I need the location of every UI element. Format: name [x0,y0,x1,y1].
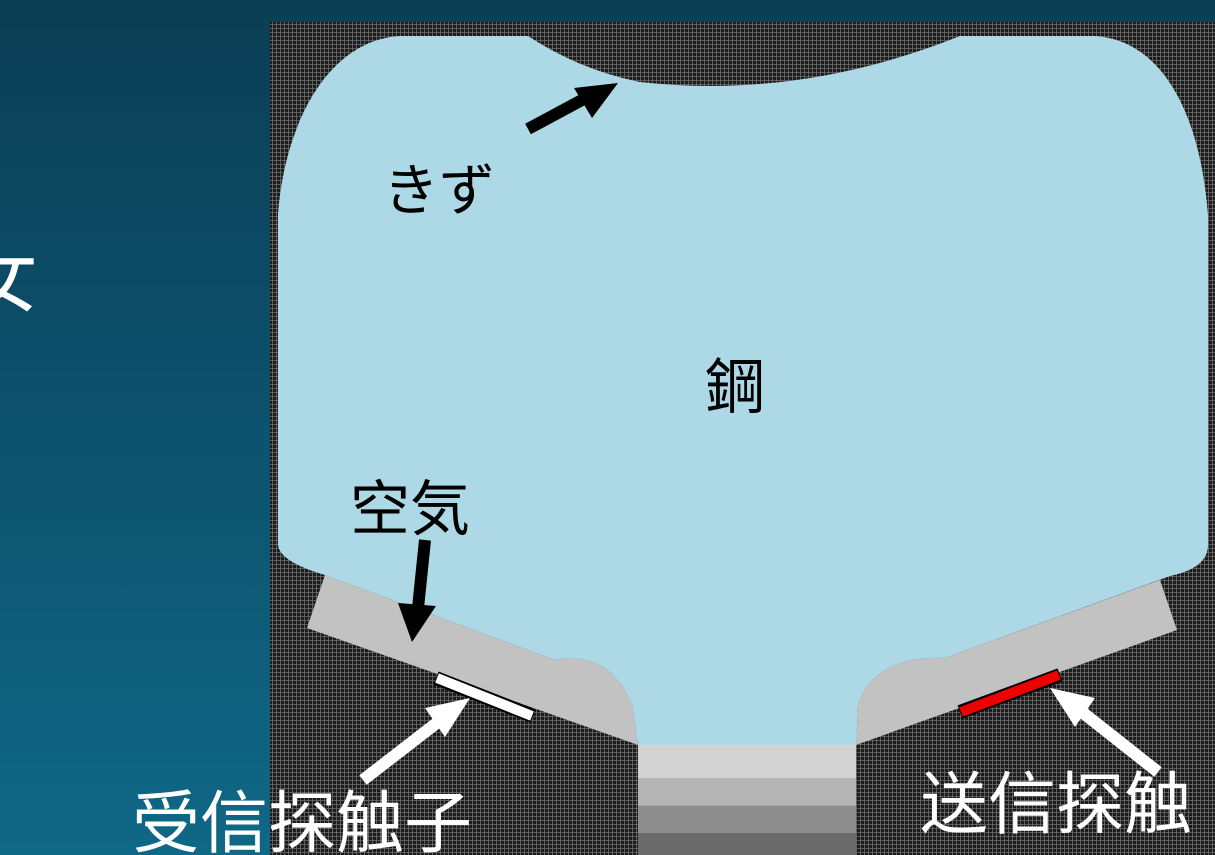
receiver-arrow-icon [359,698,470,785]
transmitter-label: 送信探触 [920,766,1192,845]
slide-edge-glyph: 女 [0,234,38,324]
bottom-stripe-block [638,745,856,855]
transmitter-arrow-icon [1050,688,1162,777]
steel-label: 鋼 [705,353,765,423]
right-wedge [856,580,1177,745]
air-arrow-icon [398,539,436,642]
steel-body [278,36,1208,745]
flaw-label: きず [383,159,495,224]
air-label: 空気 [350,475,470,545]
left-wedge [307,575,638,745]
receiver-label: 受信探触子 [132,785,472,855]
flaw-arrow-icon [525,83,618,135]
